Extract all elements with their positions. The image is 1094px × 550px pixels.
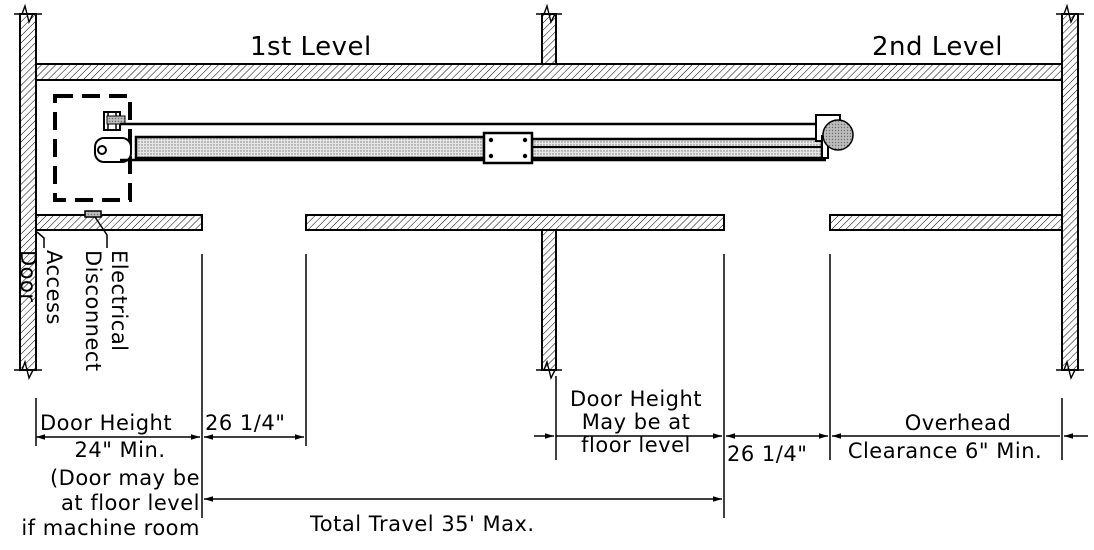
break-mark: [536, 359, 562, 381]
drive-rail-left: [134, 135, 486, 160]
drive-rail-right: [530, 137, 824, 160]
motor-body: [94, 137, 132, 163]
floor-slab-right: [829, 214, 1063, 231]
carriage: [482, 131, 534, 165]
left-wall: [19, 13, 37, 371]
total-travel-label: Total Travel 35' Max.: [309, 512, 535, 536]
access-door-leader: [36, 231, 45, 248]
break-mark: [536, 3, 562, 25]
idler-pulley: [822, 119, 854, 151]
break-mark: [1056, 359, 1084, 381]
center-column-upper: [541, 13, 557, 65]
break-mark: [1056, 3, 1084, 25]
break-mark: [14, 3, 42, 25]
center-column-lower: [541, 229, 557, 371]
electrical-disconnect-label: ElectricalDisconnect: [81, 250, 131, 372]
machine-room-outline: [53, 94, 132, 202]
access-door-label: AccessDoor: [16, 250, 66, 325]
drive-assembly: [53, 94, 854, 202]
clearance-right-label: 26 1/4": [727, 442, 807, 466]
second-level-label: 2nd Level: [872, 32, 1003, 62]
first-level-label: 1st Level: [250, 32, 372, 62]
door-height-left-min: 24" Min.: [75, 438, 166, 462]
overhead-label: Overhead: [905, 411, 1012, 435]
dimension-lines: [36, 433, 1088, 502]
disconnect-leader: [94, 216, 108, 248]
top-beam: [35, 63, 1063, 81]
extension-lines: [35, 254, 1063, 518]
electrical-disconnect-box: [84, 210, 102, 218]
clearance-left-label: 26 1/4": [205, 411, 285, 435]
motor-brake: [106, 115, 126, 125]
door-height-left-label: Door Height: [40, 411, 172, 435]
overhead-clearance-label: Clearance 6" Min.: [848, 439, 1042, 463]
break-mark: [14, 359, 42, 381]
structure: [14, 3, 1084, 381]
floor-slab-left: [35, 214, 203, 231]
right-wall: [1061, 13, 1079, 371]
motor-shaft: [97, 145, 107, 155]
floor-slab-middle: [305, 214, 725, 231]
